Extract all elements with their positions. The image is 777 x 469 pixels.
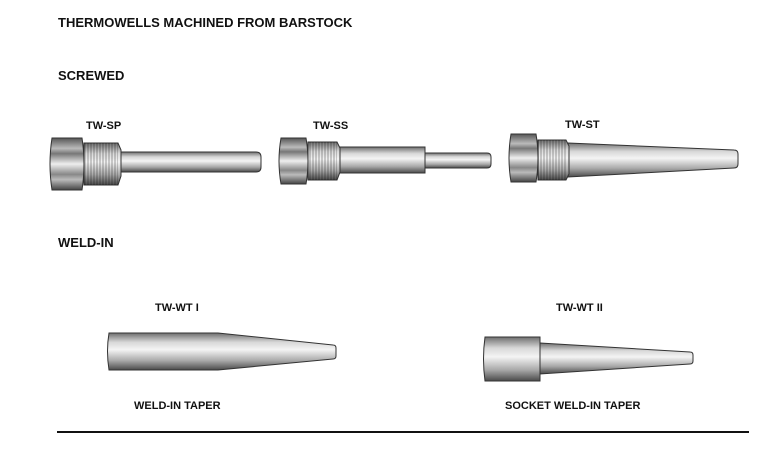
caption-weld-in-taper: WELD-IN TAPER	[134, 400, 221, 412]
label-tw-wt-i: TW-WT I	[155, 302, 199, 314]
section-heading-screwed: SCREWED	[58, 68, 125, 83]
label-tw-st: TW-ST	[565, 119, 600, 131]
thermowell-tw-sp	[49, 137, 262, 191]
label-tw-wt-ii: TW-WT II	[556, 302, 603, 314]
label-tw-ss: TW-SS	[313, 120, 349, 132]
thermowell-tw-ss	[278, 137, 492, 185]
caption-socket-weld-in-taper: SOCKET WELD-IN TAPER	[505, 400, 641, 412]
page-title: THERMOWELLS MACHINED FROM BARSTOCK	[58, 15, 353, 30]
section-heading-weld-in: WELD-IN	[58, 235, 114, 250]
horizontal-divider	[57, 431, 749, 433]
thermowell-tw-wt-ii	[483, 336, 694, 382]
thermowell-tw-wt-i	[107, 332, 337, 371]
thermowell-tw-st	[508, 133, 739, 183]
label-tw-sp: TW-SP	[86, 120, 122, 132]
